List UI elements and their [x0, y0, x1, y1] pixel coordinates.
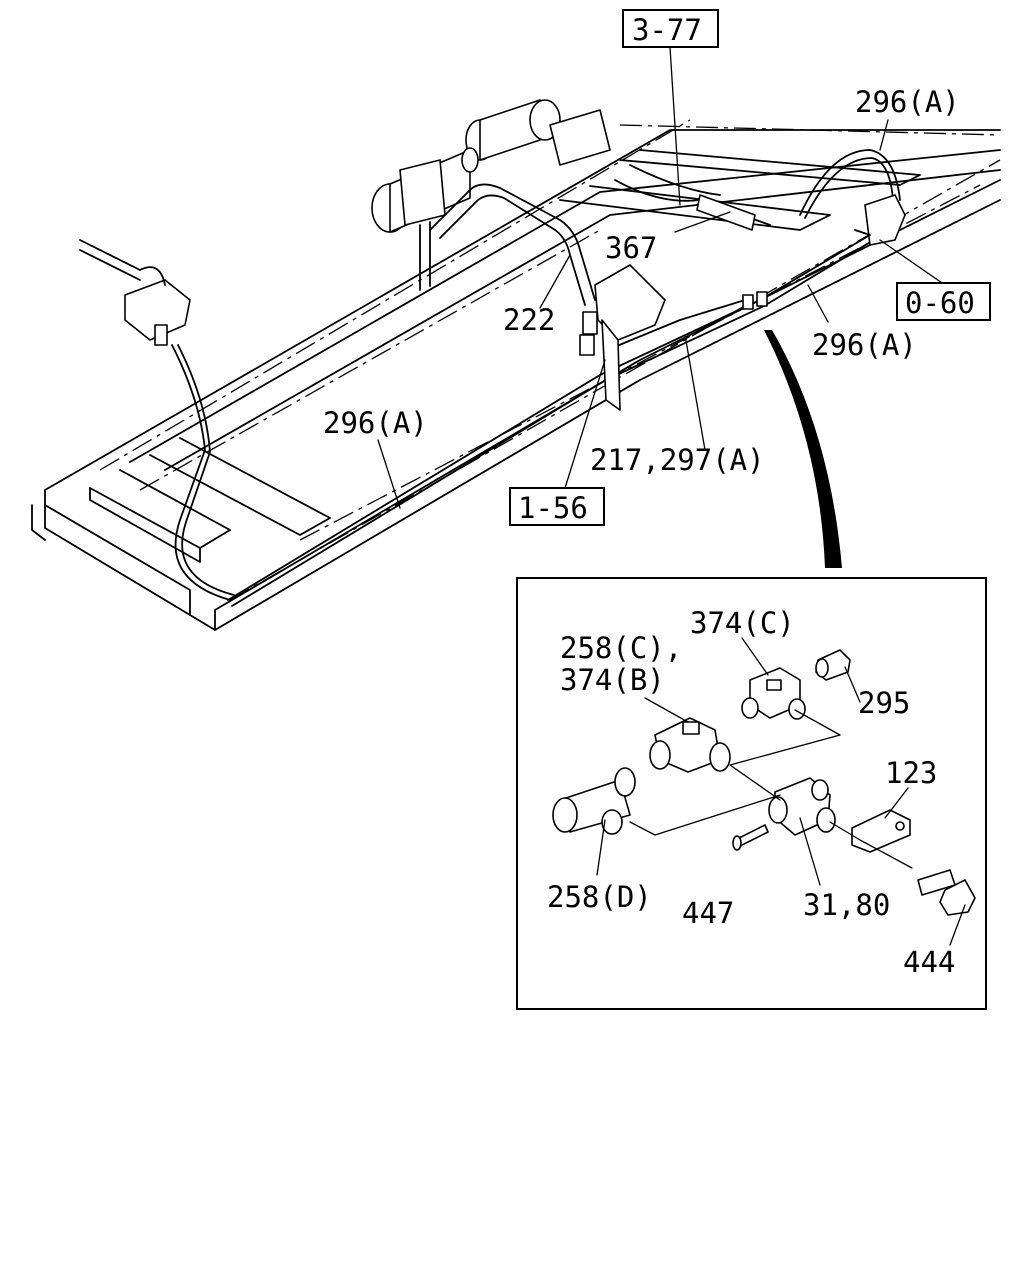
- label-258d: 258(D): [547, 880, 652, 914]
- valve-bracket: [579, 264, 666, 411]
- ref-box-1-56: [509, 487, 605, 526]
- detail-parts: [552, 637, 976, 946]
- chassis-frame: [31, 119, 1001, 631]
- air-pipes: [171, 149, 901, 607]
- label-31-80: 31,80: [803, 888, 890, 922]
- label-222: 222: [503, 303, 555, 337]
- detail-labels: 374(C) 258(C), 374(B) 295 123 258(D) 447…: [547, 606, 955, 979]
- leader-lines: [377, 46, 946, 509]
- label-258c: 258(C),: [560, 631, 682, 665]
- label-295: 295: [858, 686, 910, 720]
- label-296a-top: 296(A): [855, 85, 960, 119]
- label-367: 367: [605, 231, 657, 265]
- ref-box-0-60: [896, 282, 991, 321]
- label-374b: 374(B): [560, 663, 665, 697]
- label-296a-right: 296(A): [812, 328, 917, 362]
- ref-label-0-60: 0-60: [905, 286, 975, 320]
- label-217-297a: 217,297(A): [590, 443, 765, 477]
- label-123: 123: [885, 756, 937, 790]
- callout-labels: 3-77 296(A) 367 0-60 222 296(A) 296(A) 2…: [323, 9, 991, 526]
- right-bracket: [742, 194, 906, 310]
- label-444: 444: [903, 945, 955, 979]
- ref-label-1-56: 1-56: [518, 491, 588, 525]
- ref-box-3-77: [622, 9, 719, 48]
- label-296a-left: 296(A): [323, 406, 428, 440]
- label-447: 447: [682, 896, 734, 930]
- label-374c: 374(C): [690, 606, 795, 640]
- ref-label-3-77: 3-77: [632, 13, 702, 47]
- detail-pointer: [764, 330, 842, 568]
- left-switch-assembly: [79, 239, 191, 346]
